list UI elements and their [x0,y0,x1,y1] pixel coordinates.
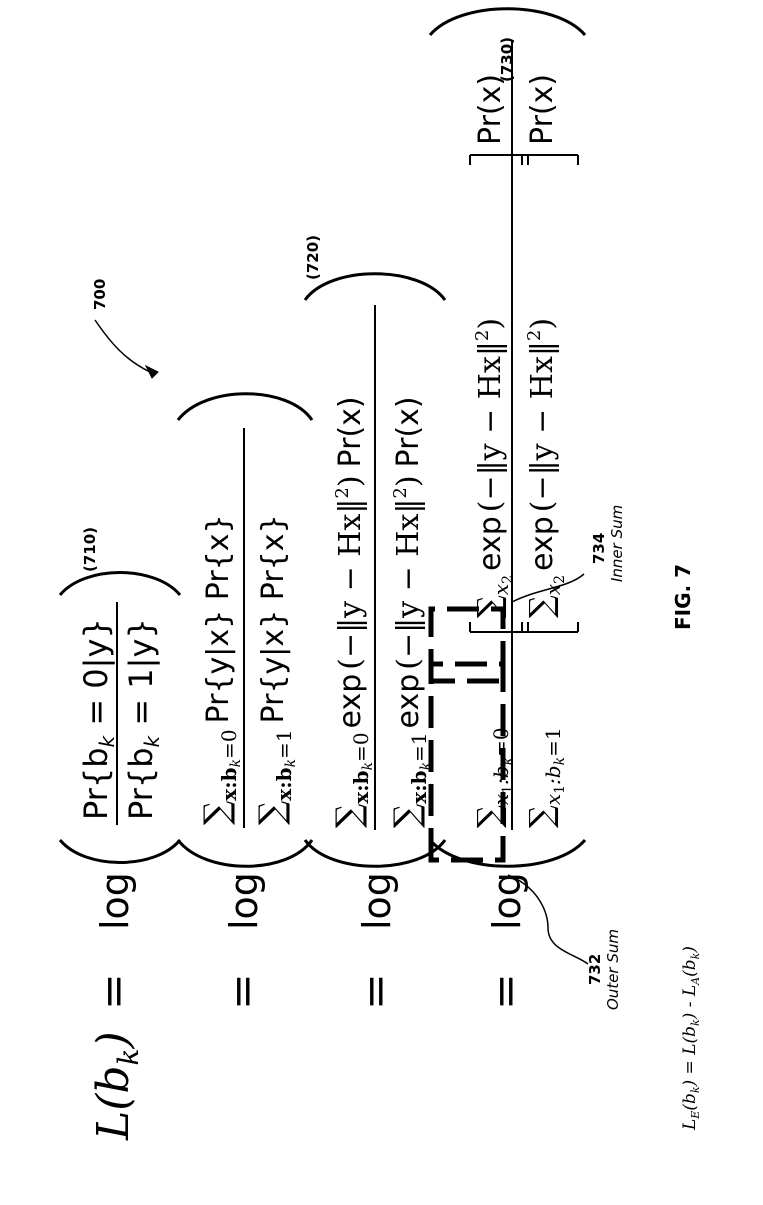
outer-sum-numerator: ∑x1:bk=0 [470,727,516,828]
label-734: 734 [590,533,608,564]
prx-denominator: Pr(x) [525,74,560,145]
footer-formula: LE(bk) = L(bk) - LA(bk) [680,946,702,1131]
label-730: (730) [498,37,516,82]
bracket-open-den [521,622,579,633]
paren-close-730 [428,7,587,36]
lhs-expression: L(bk) [88,1031,145,1141]
log-4: log [485,872,529,930]
outer-sum-denominator: ∑x1:bk=1 [522,727,568,828]
inner-sum-denominator: ∑x2exp(−‖y − Hx‖2) [522,318,568,618]
label-710: (710) [81,527,99,572]
bracket-open-num [469,622,529,633]
arrow-700-head [144,364,159,379]
paren-open-710 [58,839,182,864]
leader-734 [511,573,585,603]
log-1: log [93,872,137,930]
inner-sum-box [428,606,506,684]
paren-close-row2 [176,392,314,421]
paren-close-710 [58,571,182,596]
inner-sum-numerator: ∑x2exp(−‖y − Hx‖2) [470,318,516,618]
label-outer-sum: Outer Sum [604,929,622,1010]
sum-denominator: ∑x:bk=1Pr{y|x} Pr{x} [252,514,299,825]
equals-sign-3: = [350,973,401,1010]
equation-row-sum: = log ∑x:bk=0Pr{y|x} Pr{x} ∑x:bk=1Pr{y|x… [176,392,314,1010]
exp-numerator: ∑x:bk=0exp(−‖y − Hx‖2)Pr(x) [329,396,376,828]
equation-row-720: = log ∑x:bk=0exp(−‖y − Hx‖2)Pr(x) ∑x:bk=… [303,235,447,1010]
equals-sign-4: = [480,973,531,1010]
frac710-denominator: Pr{bk = 1|y} [122,618,164,820]
frac710-numerator: Pr{bk = 0|y} [77,618,119,820]
paren-close-720 [303,272,447,301]
leader-732 [507,874,589,965]
equation-row-710: = log Pr{bk = 0|y} Pr{bk = 1|y} (710) [58,527,182,1010]
prx-numerator: Pr(x) [473,74,508,145]
rotated-figure: L(bk) = log Pr{bk = 0|y} Pr{bk = 1|y} (7… [58,7,702,1141]
sum-numerator: ∑x:bk=0Pr{y|x} Pr{x} [197,514,244,825]
lhs-text: L(bk) [88,1031,145,1141]
paren-open-row2 [176,839,314,868]
equals-sign-1: = [88,973,139,1010]
log-2: log [222,872,266,930]
paren-open-730 [428,839,587,868]
figure-caption: FIG. 7 [671,564,695,630]
log-3: log [355,872,399,930]
bracket-close-num [469,154,529,165]
label-700: 700 [91,279,109,310]
label-inner-sum: Inner Sum [608,505,626,582]
equals-sign-2: = [217,973,268,1010]
arrow-700-line [94,319,151,373]
equation-row-730: = log ∑x1:bk=0 ∑x2exp(−‖y − Hx‖2) Pr(x) … [428,7,587,1010]
bracket-close-den [521,154,579,165]
paren-open-720 [303,839,447,868]
exp-denominator: ∑x:bk=1exp(−‖y − Hx‖2)Pr(x) [387,396,434,828]
outer-sum-box [428,661,506,863]
label-732: 732 [586,954,604,985]
label-720: (720) [304,235,322,280]
